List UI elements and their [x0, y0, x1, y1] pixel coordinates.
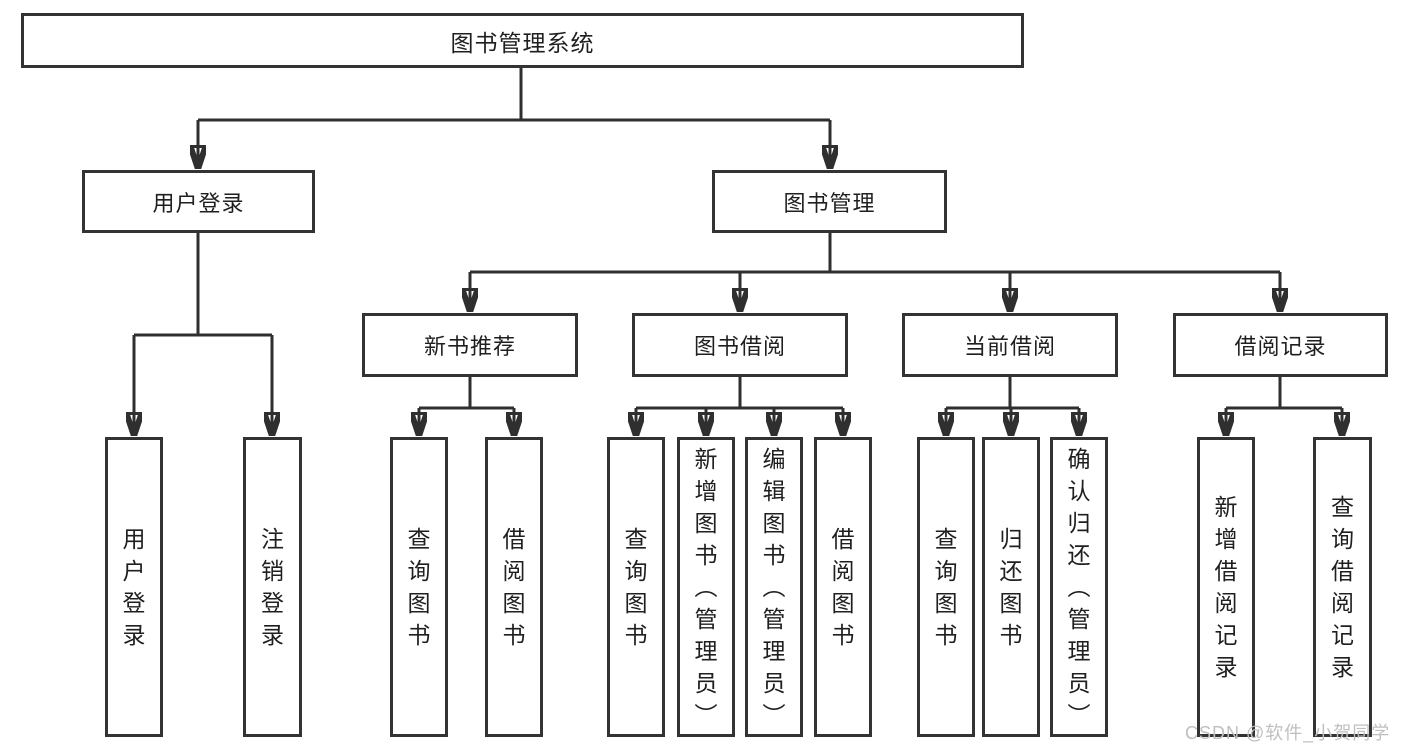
- node-label: 借 阅 图 书: [831, 526, 855, 648]
- node-borrowing-records: 借阅记录: [1173, 313, 1388, 377]
- node-current-borrowing: 当前借阅: [902, 313, 1118, 377]
- connector-user-login-children: [134, 233, 272, 434]
- node-borrow-books-recommend: 借 阅 图 书: [485, 437, 543, 737]
- node-label: 确 认 归 还 ︵ 管 理 员 ︶: [1067, 446, 1091, 728]
- node-query-books-current: 查 询 图 书: [917, 437, 975, 737]
- node-label: 图书借阅: [693, 334, 786, 359]
- node-book-management: 图书管理: [712, 170, 947, 233]
- node-new-book-recommendation: 新书推荐: [362, 313, 578, 377]
- node-borrow-books-borrowing: 借 阅 图 书: [814, 437, 872, 737]
- node-return-books: 归 还 图 书: [982, 437, 1040, 737]
- node-label: 查 询 借 阅 记 录: [1331, 494, 1354, 680]
- node-label: 编 辑 图 书 ︵ 管 理 员 ︶: [762, 446, 786, 728]
- node-add-books-admin: 新 增 图 书 ︵ 管 理 员 ︶: [677, 437, 735, 737]
- watermark: CSDN @软件_小贺同学: [1185, 723, 1391, 743]
- node-label: 新 增 图 书 ︵ 管 理 员 ︶: [694, 446, 718, 728]
- node-label: 查 询 图 书: [624, 526, 648, 648]
- connector-book-borrowing-children: [636, 377, 843, 434]
- node-label: 借 阅 图 书: [502, 526, 526, 648]
- node-label: 归 还 图 书: [999, 526, 1023, 648]
- node-add-borrowing-record: 新 增 借 阅 记 录: [1197, 437, 1255, 737]
- node-query-borrowing-record: 查 询 借 阅 记 录: [1313, 437, 1372, 737]
- node-edit-books-admin: 编 辑 图 书 ︵ 管 理 员 ︶: [745, 437, 803, 737]
- connector-borrowing-records-children: [1226, 377, 1342, 434]
- node-label: 用户登录: [152, 190, 245, 216]
- node-label: 新书推荐: [423, 334, 516, 359]
- node-user-login: 用 户 登 录: [105, 437, 163, 737]
- node-user-login-group: 用户登录: [82, 170, 315, 233]
- node-label: 查 询 图 书: [934, 526, 958, 648]
- node-label: 新 增 借 阅 记 录: [1214, 494, 1238, 680]
- node-book-borrowing: 图书借阅: [632, 313, 848, 377]
- connector-current-borrowing-children: [946, 377, 1079, 434]
- connector-root-to-level2: [198, 68, 830, 167]
- node-confirm-return-admin: 确 认 归 还 ︵ 管 理 员 ︶: [1050, 437, 1108, 737]
- connector-new-book-recommendation-children: [419, 377, 514, 434]
- node-logout-login: 注 销 登 录: [243, 437, 302, 737]
- node-label: 查 询 图 书: [407, 526, 431, 648]
- connector-book-management-children: [470, 233, 1280, 310]
- node-query-books-borrowing: 查 询 图 书: [607, 437, 665, 737]
- node-label: 图书管理: [783, 190, 876, 216]
- node-library-system: 图书管理系统: [21, 13, 1024, 68]
- node-query-books-recommend: 查 询 图 书: [390, 437, 448, 737]
- node-label: 当前借阅: [963, 334, 1056, 359]
- node-label: 图书管理系统: [450, 29, 595, 56]
- node-label: 注 销 登 录: [261, 526, 284, 648]
- node-label: 用 户 登 录: [122, 526, 146, 648]
- node-label: 借阅记录: [1234, 334, 1327, 359]
